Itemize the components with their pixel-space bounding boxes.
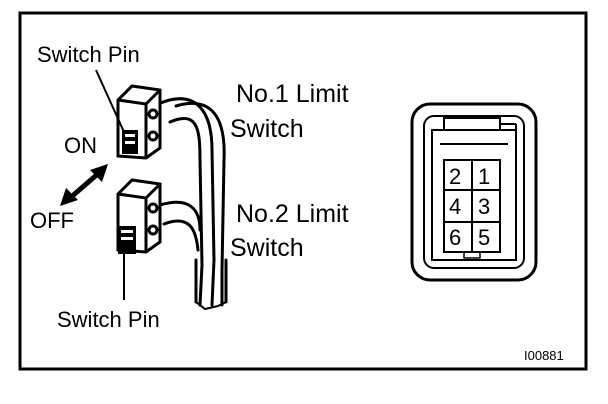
- on-off-arrow: [60, 164, 108, 206]
- limit-switch-2-label-line2: Switch: [230, 234, 304, 262]
- connector-pin-1: 1: [478, 164, 490, 189]
- switch-pin-top-leader: [95, 69, 125, 133]
- switch-pin-bottom-label: Switch Pin: [57, 307, 160, 332]
- switch-pin-top-label: Switch Pin: [37, 42, 140, 67]
- on-label: ON: [64, 133, 97, 158]
- connector-pin-4: 4: [449, 194, 461, 219]
- connector: [410, 102, 538, 282]
- limit-switch-1-label-line2: Switch: [230, 115, 304, 143]
- connector-body: [431, 129, 517, 261]
- connector-pin-2: 2: [449, 164, 461, 189]
- limit-switch-2-label-line1: No.2 Limit: [236, 200, 349, 228]
- connector-pin-6: 6: [449, 225, 461, 250]
- off-label: OFF: [30, 208, 74, 233]
- limit-switch-1: [116, 84, 162, 160]
- limit-switch-1-label-line1: No.1 Limit: [236, 80, 349, 108]
- wire-harness: [156, 97, 228, 311]
- limit-switch-2: [116, 178, 162, 254]
- connector-inner-housing: [423, 115, 525, 269]
- figure-code: I00881: [524, 348, 564, 363]
- connector-pin-5: 5: [478, 225, 490, 250]
- connector-housing: [410, 102, 538, 282]
- connector-lock-tab: [443, 117, 501, 130]
- figure-frame: [18, 11, 588, 371]
- connector-key: [463, 251, 481, 259]
- connector-pin-3: 3: [478, 194, 490, 219]
